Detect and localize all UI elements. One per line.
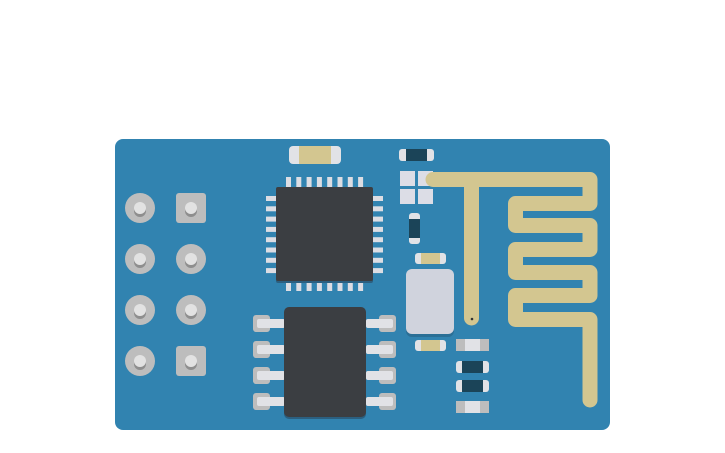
chip-pin (266, 247, 276, 253)
chip-pin (296, 177, 302, 187)
header-pin (176, 244, 206, 274)
header-pin (176, 346, 206, 376)
chip-pin (296, 281, 302, 291)
chip-pin (358, 281, 364, 291)
chip-pin (266, 226, 276, 232)
chip-pin (373, 247, 383, 253)
chip-pin (266, 206, 276, 212)
chip-pin (373, 257, 383, 263)
chip-lead (257, 319, 285, 328)
chip-pin (266, 216, 276, 222)
chip-pin (373, 226, 383, 232)
header-pin (176, 295, 206, 325)
chip-pin (347, 281, 353, 291)
chip-pin (337, 281, 343, 291)
chip-pin (373, 196, 383, 201)
header-pin (125, 346, 155, 376)
chip-lead (257, 397, 285, 406)
header-pin (125, 244, 155, 274)
microcontroller-chip (266, 177, 383, 291)
chip-pin (266, 196, 276, 201)
chip-pin (327, 281, 333, 291)
chip-pin (266, 237, 276, 243)
crystal-capacitor-bottom (415, 340, 446, 351)
chip-pin (306, 281, 312, 291)
crystal-capacitor-top (415, 253, 446, 264)
header-pins (125, 193, 206, 376)
top-capacitor (289, 146, 341, 164)
chip-pin (373, 237, 383, 243)
antenna-via (470, 317, 474, 321)
chip-pin (358, 177, 364, 187)
chip-pin (373, 216, 383, 222)
header-pin (176, 193, 206, 223)
chip-pin (373, 268, 383, 274)
chip-lead (257, 345, 285, 354)
chip-lead (366, 397, 393, 406)
chip-pin (306, 177, 312, 187)
chip-pin (286, 177, 291, 187)
chip-body (284, 307, 366, 417)
header-pin (125, 295, 155, 325)
chip-lead (366, 371, 393, 380)
crystal-oscillator (406, 269, 454, 334)
chip-pin (347, 177, 353, 187)
chip-lead (366, 345, 393, 354)
chip-pin (327, 177, 333, 187)
chip-body (276, 187, 373, 281)
pcb-antenna-trace (425, 172, 598, 408)
chip-lead (366, 319, 393, 328)
chip-pin (266, 268, 276, 274)
chip-pin (337, 177, 343, 187)
vertical-resistor (409, 213, 420, 244)
top-resistor (399, 149, 434, 161)
header-pin (125, 193, 155, 223)
chip-pin (316, 177, 322, 187)
chip-pin (266, 257, 276, 263)
chip-pin (316, 281, 322, 291)
smd-resistor-column (456, 339, 489, 413)
flash-memory-chip (253, 307, 396, 419)
chip-lead (257, 371, 285, 380)
chip-pin (373, 206, 383, 212)
chip-pin (286, 281, 291, 291)
